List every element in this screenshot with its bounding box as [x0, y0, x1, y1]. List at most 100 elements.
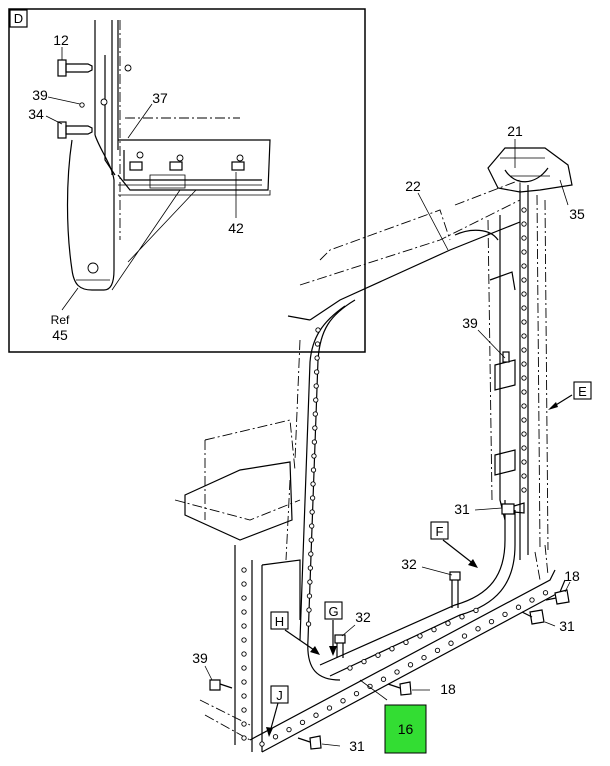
rivet-hole-sill: [515, 604, 522, 610]
detail-upper-hole: [124, 64, 132, 72]
header-rail-end: [287, 315, 311, 321]
rivet-hole-door-frame: [307, 579, 313, 585]
rivet-hole-door-frame: [312, 425, 318, 431]
callout-18-right: 18: [564, 568, 580, 584]
rivet-hole-door-frame: [309, 495, 316, 501]
rivet-hole-left-pillar: [241, 637, 247, 643]
sill-top: [249, 569, 556, 741]
rivet-hole-door-frame: [305, 621, 312, 627]
view-j-letter: J: [276, 688, 283, 703]
rivet-hole-door-frame: [312, 411, 318, 417]
detail-clip: [149, 174, 186, 189]
rivet-holes: [241, 207, 549, 747]
door-frame-bottom: [319, 500, 506, 666]
rivet-hole-sill: [542, 590, 549, 596]
callout-31-upper: 31: [454, 501, 470, 517]
detail-pillar-edge: [94, 20, 119, 176]
highlight-16-label[interactable]: 16: [398, 721, 414, 737]
rivet-hole-right-pillar: [521, 333, 527, 339]
callout-31-lower: 31: [349, 738, 365, 754]
door-frame-left-dash: [285, 339, 301, 561]
header-box-dash: [454, 179, 521, 230]
rivet-hole-sill: [326, 705, 333, 711]
rivet-hole-door-frame: [313, 397, 319, 403]
right-pillar-web-dash: [487, 219, 493, 501]
callout-37: 37: [152, 90, 168, 106]
rivet-hole-left-pillar: [241, 721, 247, 727]
rivet-hole-door-frame: [310, 481, 316, 487]
main-assembly: E F G H J 21 22 35 39 31 32 18 31 32 39 …: [174, 123, 592, 754]
rivet-hole-door-bottom: [417, 633, 423, 639]
rivet-hole-right-pillar: [521, 403, 527, 409]
rivet-hole-door-bottom: [389, 646, 395, 652]
detail-nut-b: [169, 161, 183, 171]
rivet-hole-sill: [475, 626, 481, 632]
rivet-hole-left-pillar: [241, 735, 247, 741]
rivet-hole-door-frame: [311, 439, 318, 445]
leader-31-right: [544, 621, 556, 627]
view-g-box: [324, 601, 343, 620]
rivet-hole-sill: [299, 719, 306, 726]
arrow-j-line: [269, 702, 279, 733]
rivet-hole-door-bottom: [431, 626, 437, 633]
rivet-hole-right-pillar: [521, 347, 527, 353]
rivet-hole-door-frame: [310, 467, 317, 473]
rivet-hole-sill: [407, 662, 414, 668]
view-j-box: [270, 685, 289, 704]
leader-39-detail: [47, 96, 81, 105]
detail-bolt-a: [136, 151, 144, 159]
rivet-hole-door-frame: [308, 551, 314, 557]
right-bracket-b: [494, 449, 516, 476]
arrow-f-line: [442, 539, 476, 566]
leader-34: [45, 115, 63, 125]
right-bracket-c: [489, 271, 516, 291]
rivet-hole-door-bottom: [347, 665, 353, 671]
callout-42: 42: [228, 220, 244, 236]
detail-fastener-34: [57, 121, 93, 139]
rivet-hole-sill: [272, 734, 279, 740]
rivet-hole-left-pillar: [241, 581, 247, 587]
rivet-hole-right-pillar: [521, 389, 527, 395]
header-upper-dash: [319, 209, 451, 261]
rivet-hole-sill: [394, 669, 400, 675]
leader-32-mid: [341, 624, 356, 637]
rivet-hole-right-pillar: [521, 459, 527, 465]
fastener-18-lower: [387, 681, 412, 696]
highlight-16-box[interactable]: [384, 704, 427, 754]
arrow-f-head: [468, 559, 478, 568]
leader-37: [127, 103, 153, 139]
arrow-g-head: [329, 646, 337, 656]
arrow-j-head: [266, 727, 273, 737]
callout-31-right: 31: [559, 618, 575, 634]
rivet-hole-door-frame: [306, 593, 313, 599]
detail-bolt-c: [236, 154, 244, 162]
rivet-hole-door-frame: [314, 355, 320, 361]
fastener-39-main: [502, 351, 510, 363]
leader-39-main: [477, 329, 506, 359]
detail-d-letter-box: [9, 9, 28, 28]
callout-34: 34: [28, 106, 44, 122]
rivet-hole-sill: [367, 683, 373, 690]
rivet-hole-right-pillar: [521, 305, 527, 311]
callout-21: 21: [507, 123, 523, 139]
rivet-hole-door-frame: [309, 523, 315, 529]
leader-35: [559, 179, 569, 206]
rivet-hole-sill: [421, 654, 427, 661]
rivet-hole-right-pillar: [521, 375, 527, 381]
rivet-hole-left-pillar: [241, 665, 247, 671]
rivet-hole-sill: [313, 712, 319, 718]
right-pillar-inner: [519, 185, 529, 560]
callout-45: 45: [52, 327, 68, 343]
rivet-hole-left-pillar: [241, 679, 247, 685]
rivet-hole-left-pillar: [241, 609, 247, 615]
leader-32-right: [421, 566, 453, 576]
fastener-32-right: [449, 571, 461, 608]
rivet-hole-door-bottom: [361, 658, 367, 665]
rivet-hole-door-frame: [315, 327, 321, 333]
detail-handle-outline: [66, 134, 115, 291]
rivet-hole-left-pillar: [241, 567, 247, 573]
door-frame-bottom-inner: [329, 510, 516, 677]
callout-32-mid: 32: [355, 609, 371, 625]
left-lower-dash: [199, 699, 251, 741]
rivet-hole-sill: [286, 726, 292, 733]
